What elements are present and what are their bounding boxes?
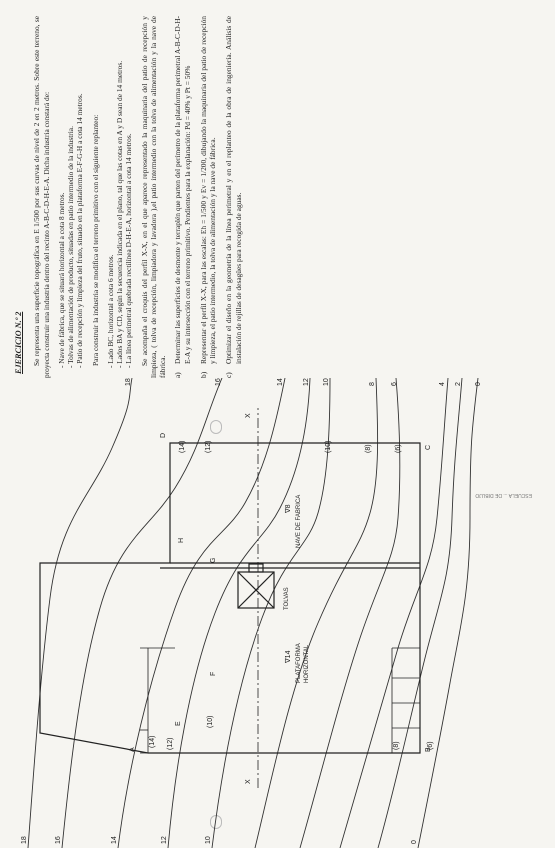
contour-tag-4: 4 bbox=[439, 382, 446, 386]
question-text: Representar el perfil X-X, para las esca… bbox=[198, 16, 217, 364]
tolvas-stem bbox=[248, 563, 264, 573]
axis-label-x-right: X bbox=[245, 413, 252, 418]
list-item: - Tolvas de alimentación de producto, si… bbox=[66, 126, 75, 368]
list-item: - Nave de fábrica, que se situará horizo… bbox=[56, 192, 66, 368]
point-label-c: C bbox=[425, 445, 432, 450]
list-item: - Patio de recepción y limpieza del frut… bbox=[75, 93, 85, 368]
segment-tag: (6) bbox=[427, 741, 434, 750]
question-text: Optimizar el diseño en la geometría de l… bbox=[224, 16, 243, 364]
question-list: a) Determinar las superficies de desmont… bbox=[173, 16, 243, 378]
contour-line-14 bbox=[117, 378, 286, 848]
contour-line-2 bbox=[377, 378, 463, 848]
list-item: - Lados BA y CD, según la secuencia indi… bbox=[115, 60, 124, 368]
contour-line-12 bbox=[167, 378, 311, 848]
contour-tag-8: 8 bbox=[369, 382, 376, 386]
contour-tag-16: 16 bbox=[215, 378, 222, 386]
intro-paragraph: Se representa una superficie topográfica… bbox=[32, 16, 51, 378]
segment-tag: (14) bbox=[149, 736, 156, 748]
point-label-h: H bbox=[178, 538, 185, 543]
question-label: a) bbox=[173, 372, 183, 378]
facility-list: - Nave de fábrica, que se situará horizo… bbox=[57, 16, 85, 378]
question-b: b) Representar el perfil X-X, para las e… bbox=[199, 16, 218, 378]
contour-line-4 bbox=[339, 378, 449, 848]
contour-tag-left-16: 16 bbox=[55, 836, 62, 844]
contour-tag-12: 12 bbox=[303, 378, 310, 386]
segment-tag: (12) bbox=[205, 441, 212, 453]
list-item: - Lado BC, horizontal a cota 6 metros. bbox=[105, 254, 115, 369]
point-label-a: A bbox=[129, 747, 136, 752]
segment-tag: (10) bbox=[325, 441, 332, 453]
plat-label-2: HORIZONTAL bbox=[304, 644, 310, 683]
segment-tag: (8) bbox=[365, 444, 372, 453]
tolvas-label: TOLVAS bbox=[284, 587, 290, 610]
point-label-b: B bbox=[425, 747, 432, 752]
punch-hole-mark bbox=[210, 420, 222, 434]
segment-tag: (10) bbox=[207, 716, 214, 728]
contour-tag-left-12: 12 bbox=[161, 836, 168, 844]
contour-tag-10: 10 bbox=[323, 378, 330, 386]
footer-note: ESCUELA ... DE DIBUJO bbox=[475, 492, 532, 498]
question-a: a) Determinar las superficies de desmont… bbox=[173, 16, 192, 378]
list-item: - La línea perimetral quebrada rectilíne… bbox=[124, 133, 134, 368]
question-label: b) bbox=[198, 371, 208, 378]
plat-label-1: PLATAFORMA bbox=[296, 643, 302, 683]
contour-line-0 bbox=[417, 378, 479, 848]
segment-tag: (12) bbox=[167, 738, 174, 750]
point-label-g: G bbox=[210, 558, 217, 563]
point-label-d: D bbox=[160, 433, 167, 438]
segment-tag: (8) bbox=[393, 741, 400, 750]
segment-tag: (6) bbox=[395, 444, 402, 453]
question-text: Determinar las superficies de desmonte y… bbox=[173, 16, 192, 364]
point-label-f: F bbox=[210, 672, 217, 676]
contour-line-16 bbox=[61, 378, 223, 848]
segment-tag: (14) bbox=[179, 441, 186, 453]
contour-tag-14: 14 bbox=[277, 378, 284, 386]
axis-label-x-left: X bbox=[245, 779, 252, 784]
contour-tag-left-10: 10 bbox=[205, 836, 212, 844]
contour-tag-2: 2 bbox=[455, 382, 462, 386]
contour-tag-left-14: 14 bbox=[111, 836, 118, 844]
modification-intro: Para construir la industria se modifica … bbox=[90, 114, 100, 366]
question-c: c) Optimizar el diseño en la geometría d… bbox=[224, 16, 243, 378]
perimeter-outline bbox=[39, 442, 421, 754]
site-plan-drawing: A B C D E F G H X X ∇8 NAVE DE FABRICA ∇… bbox=[21, 378, 482, 848]
contour-tag-0: 0 bbox=[475, 382, 482, 386]
question-label: c) bbox=[224, 372, 234, 378]
contour-line-6 bbox=[299, 378, 401, 848]
exercise-title: EJERCICIO N.º 2 bbox=[14, 311, 23, 374]
contour-tag-left-18: 18 bbox=[21, 836, 28, 844]
point-label-e: E bbox=[175, 721, 182, 726]
contour-line-18 bbox=[27, 378, 133, 848]
nave-label: NAVE DE FABRICA bbox=[296, 495, 302, 548]
contour-tag-6: 6 bbox=[391, 382, 398, 386]
exercise-text: EJERCICIO N.º 2 Se representa una superf… bbox=[14, 16, 250, 378]
modification-list: - Lado BC, horizontal a cota 6 metros. -… bbox=[106, 16, 134, 378]
nave-elevation: ∇8 bbox=[284, 504, 292, 514]
profile-note: Se acompaña el croquis del perfil X-X, e… bbox=[139, 16, 168, 378]
contour-tag-18: 18 bbox=[125, 378, 132, 386]
contour-tag-left-0: 0 bbox=[411, 840, 418, 844]
contour-line-8 bbox=[254, 378, 379, 848]
contour-line-10 bbox=[211, 378, 331, 848]
plat-elevation: ∇14 bbox=[284, 650, 292, 664]
